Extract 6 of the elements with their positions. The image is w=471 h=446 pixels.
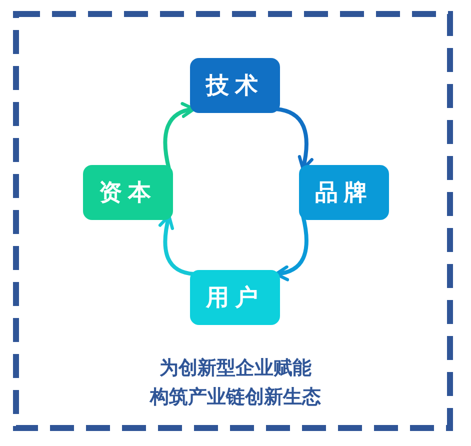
caption-text: 构筑产业链创新生态: [150, 386, 321, 408]
rounded-box: 资本: [83, 165, 173, 220]
rounded-box: 用户: [190, 270, 280, 325]
rounded-box: 技术: [190, 58, 280, 113]
caption-text: 为创新型企业赋能: [160, 357, 312, 379]
rounded-box: 品牌: [299, 165, 389, 220]
